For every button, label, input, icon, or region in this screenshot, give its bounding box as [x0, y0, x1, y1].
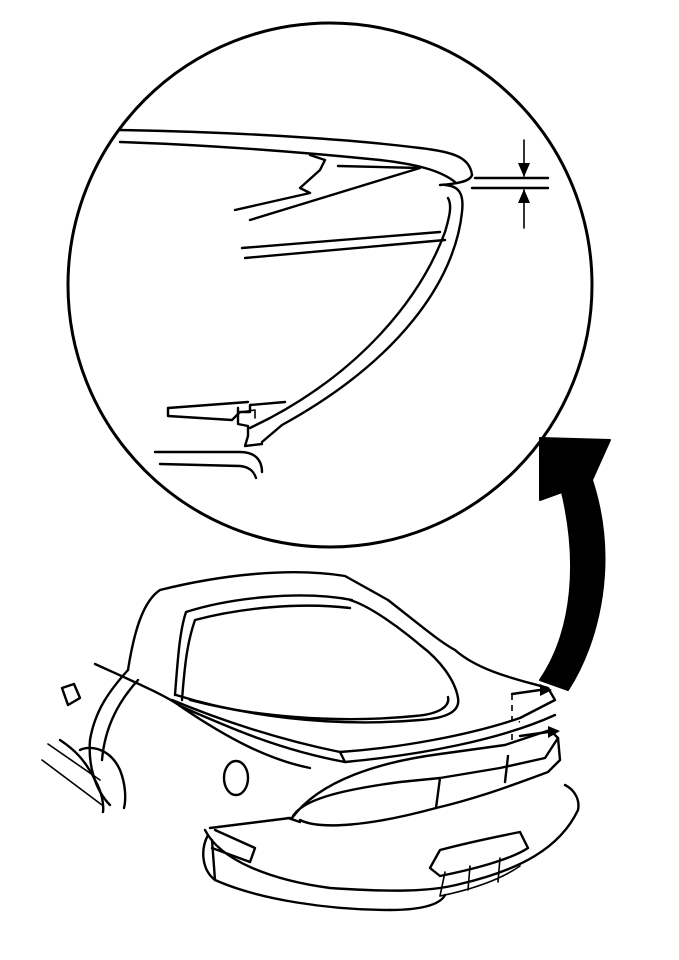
seal-channel	[233, 153, 474, 222]
gap-arrow-icon	[540, 684, 552, 696]
magnifier-circle	[66, 21, 594, 549]
roof-panel	[118, 128, 474, 184]
liftgate-glass-edge	[240, 183, 464, 444]
detail-inset	[66, 21, 594, 549]
car-rear-view	[41, 571, 580, 912]
lower-weatherstrip	[153, 400, 287, 480]
rear-bumper	[202, 783, 580, 912]
side-marker	[60, 682, 82, 707]
dimension-arrow-down-icon	[518, 163, 530, 177]
gap-dimension	[470, 139, 550, 229]
gap-check-markers	[510, 684, 560, 740]
dimension-arrow-up-icon	[518, 189, 530, 203]
fuel-door	[222, 759, 250, 797]
gap-arrow-icon	[548, 726, 560, 738]
curved-arrow-icon	[539, 437, 611, 691]
taillight-assembly	[290, 728, 562, 827]
